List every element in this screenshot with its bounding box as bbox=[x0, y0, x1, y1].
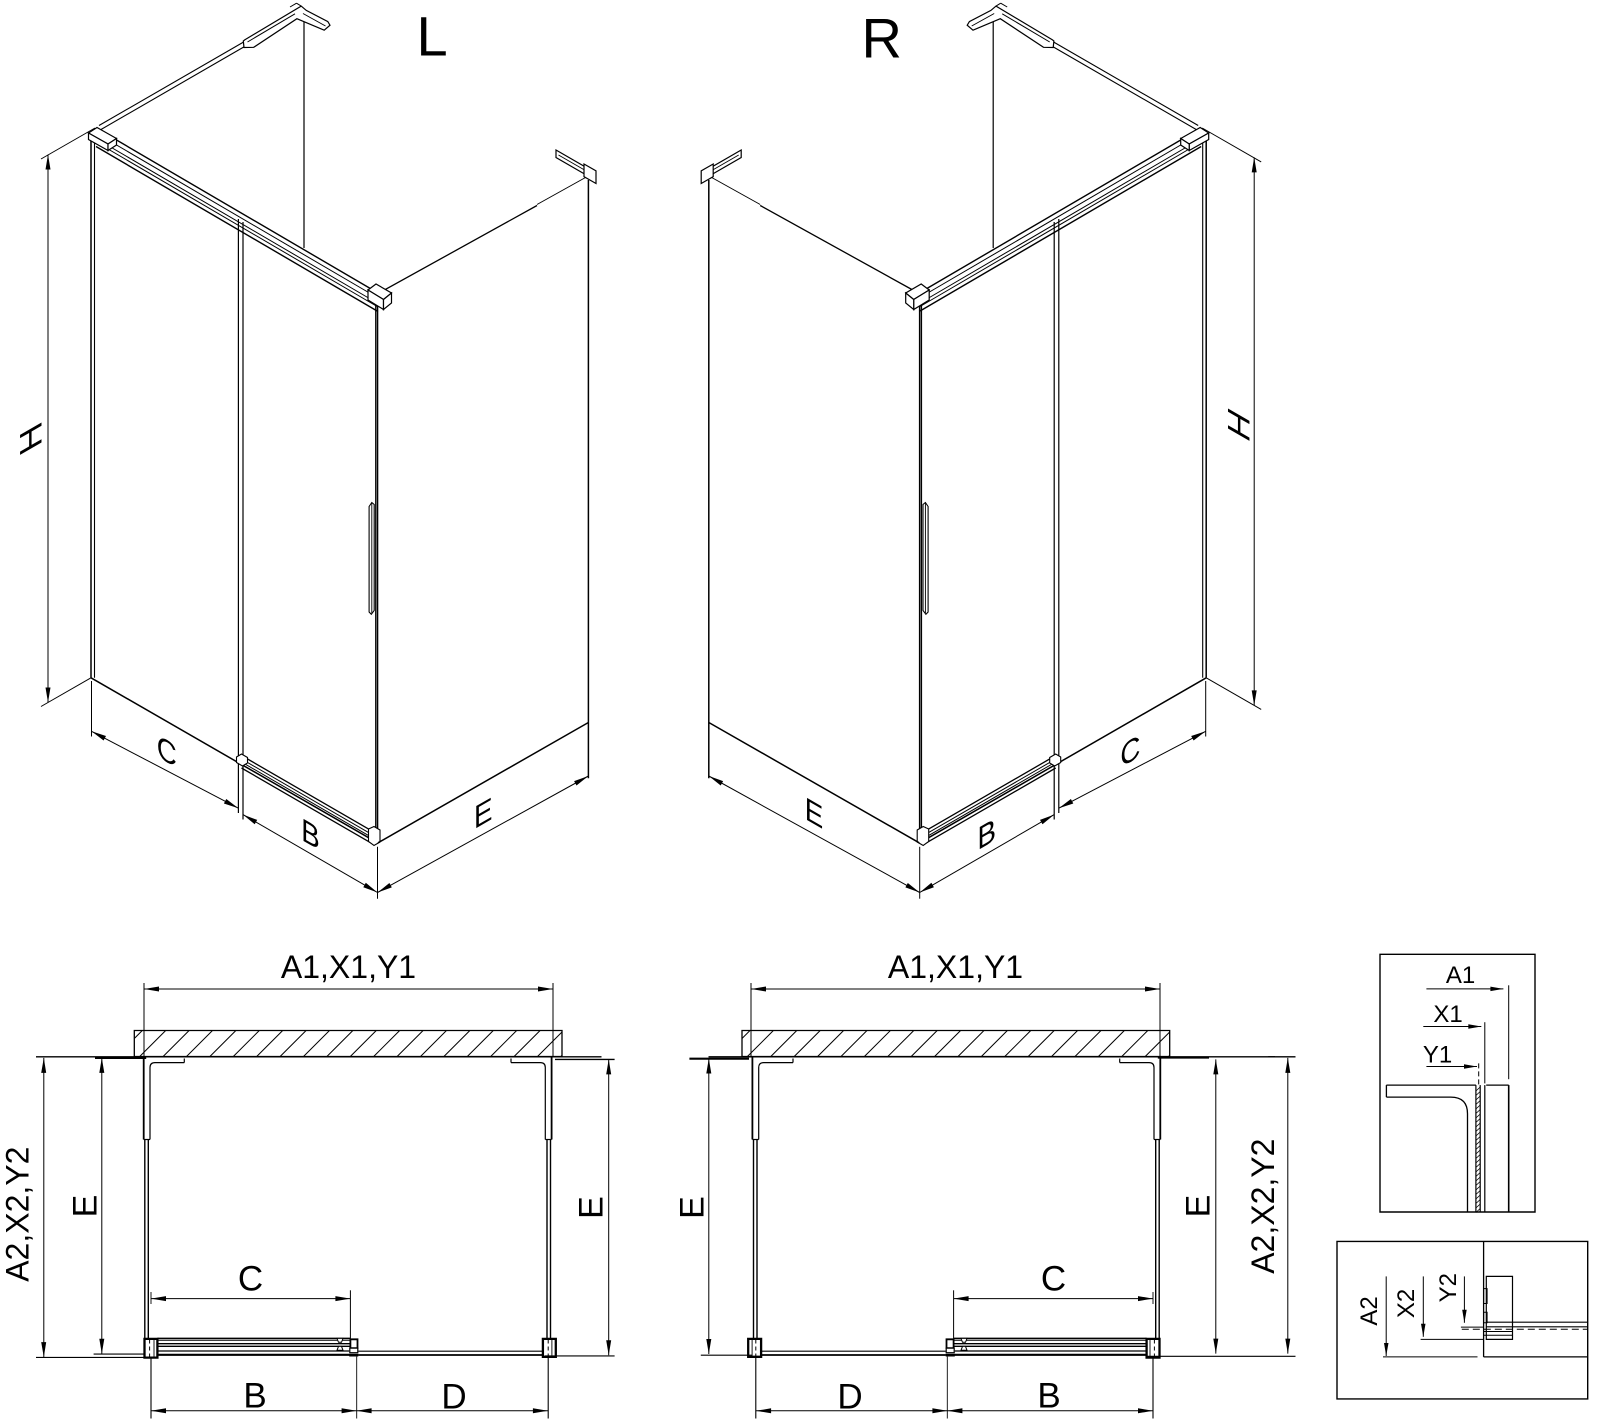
svg-text:Y1: Y1 bbox=[1423, 1041, 1452, 1068]
svg-text:E: E bbox=[573, 1196, 611, 1219]
svg-text:C: C bbox=[1120, 727, 1140, 775]
svg-text:A2: A2 bbox=[1356, 1296, 1383, 1325]
svg-text:D: D bbox=[441, 1378, 466, 1417]
svg-text:B: B bbox=[243, 1377, 266, 1416]
svg-text:B: B bbox=[301, 811, 319, 858]
svg-text:X2: X2 bbox=[1393, 1289, 1420, 1318]
svg-text:R: R bbox=[862, 6, 902, 69]
svg-text:A2,X2,Y2: A2,X2,Y2 bbox=[0, 1147, 36, 1282]
svg-text:B: B bbox=[1037, 1377, 1060, 1416]
svg-text:E: E bbox=[805, 790, 823, 837]
svg-text:E: E bbox=[674, 1196, 712, 1219]
svg-text:A1,X1,Y1: A1,X1,Y1 bbox=[281, 949, 416, 985]
svg-text:Y2: Y2 bbox=[1435, 1273, 1462, 1302]
svg-text:C: C bbox=[1041, 1260, 1066, 1299]
svg-text:C: C bbox=[157, 727, 177, 775]
svg-text:X1: X1 bbox=[1433, 1001, 1462, 1028]
svg-text:A1,X1,Y1: A1,X1,Y1 bbox=[888, 949, 1023, 985]
svg-text:D: D bbox=[837, 1378, 862, 1417]
svg-text:B: B bbox=[977, 811, 995, 858]
svg-text:C: C bbox=[238, 1260, 263, 1299]
svg-text:A2,X2,Y2: A2,X2,Y2 bbox=[1245, 1139, 1281, 1274]
svg-text:L: L bbox=[417, 5, 448, 68]
svg-text:E: E bbox=[67, 1195, 105, 1218]
svg-text:E: E bbox=[474, 790, 492, 837]
svg-text:E: E bbox=[1180, 1195, 1218, 1218]
svg-text:A1: A1 bbox=[1446, 962, 1475, 989]
